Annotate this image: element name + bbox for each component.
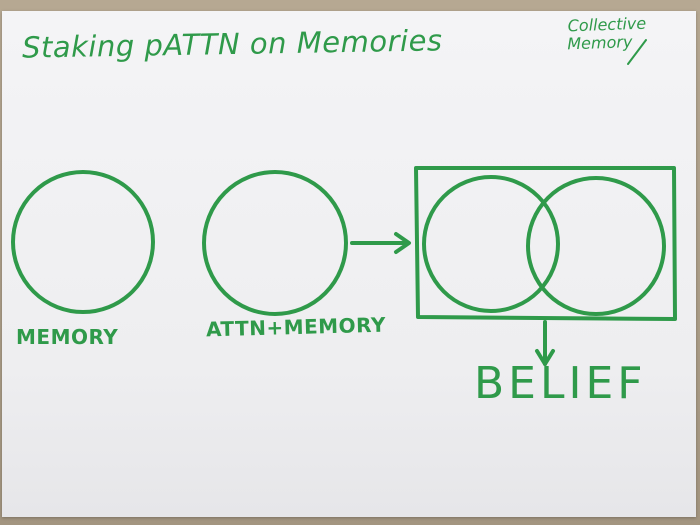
corner-note: Collective Memory	[566, 14, 647, 54]
corner-note-line-2: Memory	[566, 32, 633, 54]
belief-label: BELIEF	[474, 358, 647, 409]
attn-memory-label: ATTN+MEMORY	[205, 312, 387, 342]
memory-label: MEMORY	[16, 325, 119, 349]
page-title: Staking pATTN on Memories	[21, 23, 443, 65]
down-arrow-icon	[535, 320, 555, 366]
memory-circle	[11, 170, 155, 314]
attn-memory-circle	[202, 170, 348, 316]
right-arrow-icon	[350, 232, 411, 254]
paper-sheet	[2, 11, 696, 517]
venn-circle-left	[422, 175, 560, 313]
overlapping-circles	[422, 175, 666, 316]
venn-circle-right	[526, 176, 666, 316]
corner-note-underline	[627, 39, 647, 65]
belief-box	[414, 166, 677, 321]
